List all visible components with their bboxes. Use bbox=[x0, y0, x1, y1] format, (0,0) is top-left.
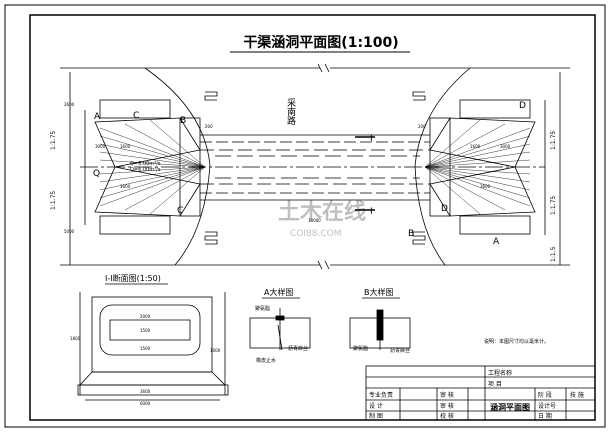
slope-label-2: 1:1.75 bbox=[50, 191, 57, 210]
dim-7: 200 bbox=[418, 124, 426, 129]
slope-label-3: 1:1.75 bbox=[550, 131, 557, 150]
watermark: 土木在线 COI88.COM bbox=[278, 199, 366, 239]
dim-4: 3000 bbox=[500, 144, 511, 149]
section-dim-1: 2000 bbox=[140, 314, 151, 319]
corner-mark-c-top: C bbox=[133, 111, 139, 121]
tb-r2c2: 审 核 bbox=[440, 402, 454, 410]
inner-border bbox=[29, 14, 596, 421]
tb-r3c1: 制 图 bbox=[369, 412, 383, 420]
detail-a-title: A大样图 bbox=[264, 287, 293, 297]
title-block bbox=[365, 365, 596, 421]
tb-r2c1: 设 计 bbox=[369, 402, 383, 410]
tb-r1c1: 专业负责 bbox=[369, 391, 393, 399]
slope-label-4: 1:1.75 bbox=[550, 196, 557, 215]
corner-mark-a-right: A bbox=[493, 237, 500, 247]
slope-label-5: 1:1.5 bbox=[550, 246, 557, 262]
corner-mark-q: Q bbox=[93, 169, 100, 179]
dim-11: 5000 bbox=[64, 229, 75, 234]
section-view: I-I断面图(1:50) 2000 1500 1500 3600 1000 60… bbox=[70, 273, 229, 406]
corner-mark-d-bottom: D bbox=[441, 204, 448, 214]
corner-mark-b-bottom: B bbox=[408, 229, 414, 239]
dim-9: 1600 bbox=[470, 144, 481, 149]
right-fan-hatch bbox=[424, 119, 531, 215]
slope-label-1: 1:1.75 bbox=[50, 131, 57, 150]
corner-mark-d-top: D bbox=[519, 101, 526, 111]
detail-b-title: B大样图 bbox=[364, 287, 394, 297]
tb-r1c4: 技 施 bbox=[570, 391, 584, 399]
tb-r3c2: 校 核 bbox=[440, 412, 454, 420]
dim-6: 200 bbox=[205, 124, 213, 129]
detail-a-label-3: 沥青麻丝 bbox=[288, 345, 308, 352]
road-label: 采南路 bbox=[285, 98, 296, 126]
detail-b: B大样图 聚氨脂 沥青麻丝 bbox=[349, 287, 411, 354]
drawing-title: 干渠涵洞平面图(1:100) bbox=[243, 34, 398, 51]
tb-drawing-name: 涵洞平面图 bbox=[490, 402, 530, 412]
watermark-cn: 土木在线 bbox=[278, 199, 366, 225]
dim-8: 1600 bbox=[120, 144, 131, 149]
tb-r1c3: 阶 段 bbox=[538, 391, 552, 399]
corner-mark-a-left: A bbox=[94, 112, 101, 122]
detail-b-label-2: 沥青麻丝 bbox=[390, 347, 410, 354]
tb-project-name: 工程名称 bbox=[488, 369, 512, 377]
section-dim-5: 1000 bbox=[210, 348, 221, 353]
section-dim-3: 1500 bbox=[140, 346, 151, 351]
left-fan-hatch bbox=[99, 119, 206, 215]
dim-2: 3600 bbox=[480, 184, 491, 189]
dim-3: 3000 bbox=[95, 144, 106, 149]
section-mark-bottom: I bbox=[370, 207, 373, 217]
section-dim-6: 6000 bbox=[140, 401, 151, 406]
flow-note-2: Q=6.00m³/s bbox=[130, 167, 161, 173]
dim-5: 10000 bbox=[308, 218, 321, 223]
dim-1: 3600 bbox=[120, 184, 131, 189]
section-dim-7: 1800 bbox=[70, 336, 81, 341]
detail-a-label-1: 聚氨脂 bbox=[255, 305, 270, 312]
plan-view bbox=[60, 63, 570, 270]
detail-a-label-2: 橡皮止水 bbox=[256, 357, 276, 364]
tb-item: 项 目 bbox=[488, 381, 502, 388]
flow-note-1: Q=6.00m³/s bbox=[130, 161, 161, 167]
section-title: I-I断面图(1:50) bbox=[105, 273, 161, 283]
drawing-note: 说明：本图尺寸均以毫米计。 bbox=[484, 338, 549, 345]
detail-a: A大样图 聚氨脂 橡皮止水 沥青麻丝 bbox=[249, 287, 311, 364]
dim-10: 2600 bbox=[64, 102, 75, 107]
watermark-en: COI88.COM bbox=[290, 229, 341, 239]
detail-b-label-1: 聚氨脂 bbox=[353, 345, 368, 352]
section-dim-2: 1500 bbox=[140, 328, 151, 333]
tb-r1c2: 审 核 bbox=[440, 391, 454, 399]
tb-r3c3: 日 期 bbox=[538, 412, 552, 420]
outer-border bbox=[4, 4, 606, 428]
section-mark-top: I bbox=[370, 134, 373, 144]
corner-mark-c-bottom: C bbox=[177, 206, 183, 216]
tb-r2c3: 设计号 bbox=[538, 402, 556, 410]
section-dim-4: 3600 bbox=[140, 389, 151, 394]
corner-mark-b-left: B bbox=[180, 116, 186, 126]
